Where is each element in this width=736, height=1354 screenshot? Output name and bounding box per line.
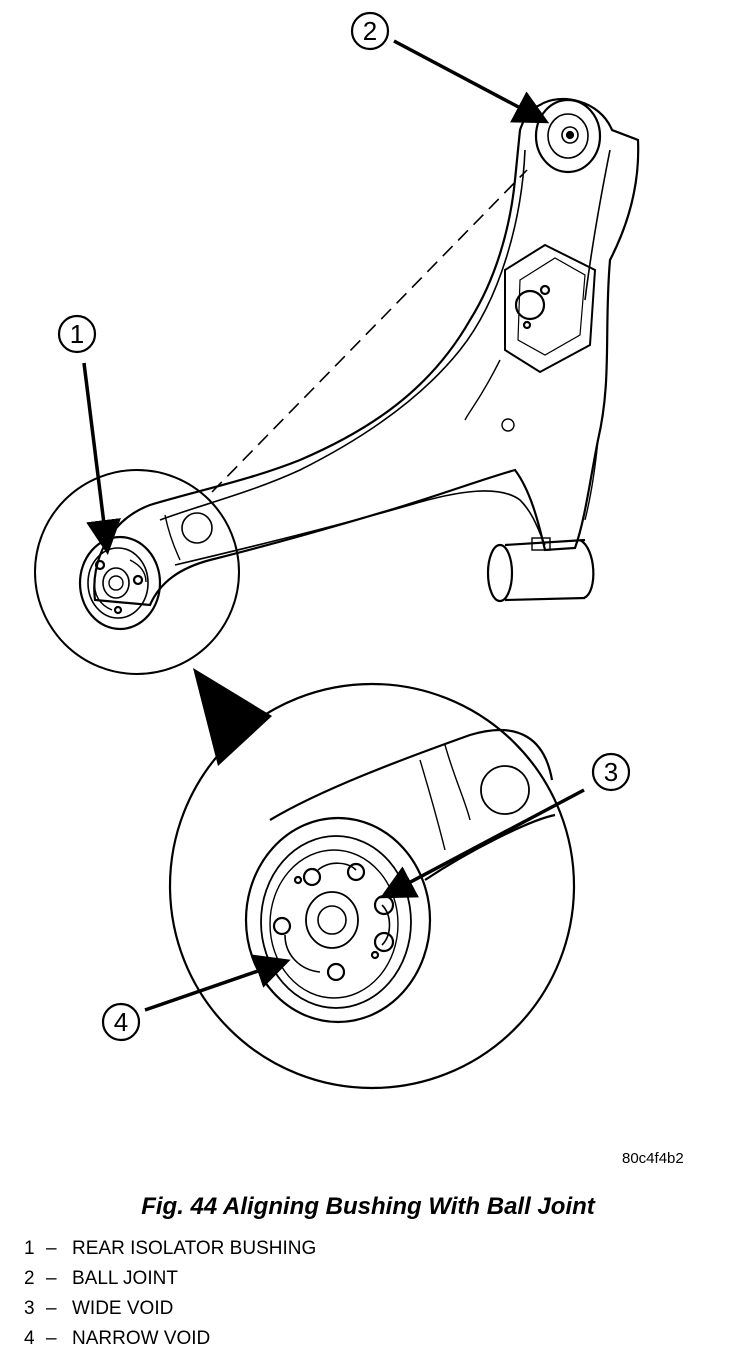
callout-2: 2 [350,11,550,124]
svg-text:2: 2 [363,16,377,46]
control-arm-diagram: 1 2 3 4 [34,11,640,1090]
front-bushing [486,537,595,603]
figure-caption: Fig. 44 Aligning Bushing With Ball Joint [141,1193,595,1220]
callout-3: 3 [379,752,631,899]
legend-item: 4–NARROW VOID [24,1328,211,1349]
figure-code: 80c4f4b2 [622,1150,684,1167]
legend: 1–REAR ISOLATOR BUSHING 2–BALL JOINT 3–W… [24,1234,316,1354]
legend-item: 3–WIDE VOID [24,1298,174,1319]
rear-isolator-bushing [78,512,213,631]
svg-text:4: 4 [114,1007,128,1037]
detail-pointer [193,668,272,766]
detail-bushing [244,728,556,1024]
legend-item: 1–REAR ISOLATOR BUSHING [24,1238,317,1259]
svg-text:3: 3 [604,757,618,787]
callout-4: 4 [101,954,291,1042]
detail-circle-large [168,682,576,1090]
callout-1: 1 [57,314,121,555]
alignment-line [211,169,528,493]
detail-circle-small [34,469,240,675]
svg-text:1: 1 [70,319,84,349]
lower-control-arm [93,97,640,607]
legend-item: 2–BALL JOINT [24,1268,178,1289]
ball-joint [519,98,602,174]
